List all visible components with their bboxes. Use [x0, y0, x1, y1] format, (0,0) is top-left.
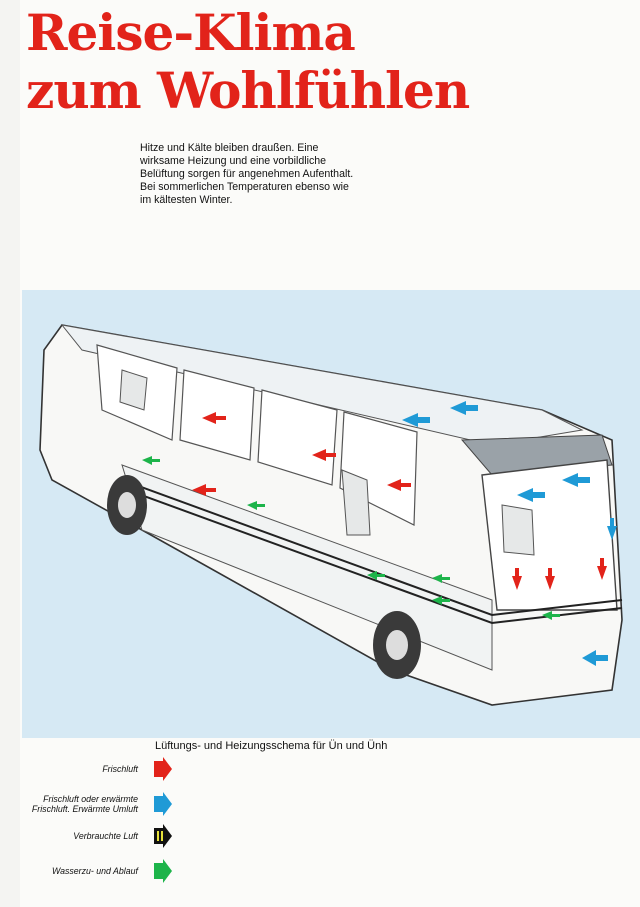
legend-label-line: Frischluft oder erwärmte [43, 794, 138, 804]
side-stripes [121, 479, 623, 625]
legend-label-line: Wasserzu- und Ablauf [51, 866, 138, 876]
wheels [107, 475, 421, 679]
airflow-arrows [142, 401, 617, 666]
green-arrow-icon [154, 859, 172, 883]
legend-item-verbrauchte-luft: Verbrauchte Luft [22, 822, 172, 850]
title-line-1: Reise-Klima [26, 3, 356, 62]
legend-label: Frischluft [102, 764, 138, 774]
red-arrow-icon [154, 757, 172, 781]
intro-line: Hitze und Kälte bleiben draußen. Eine [140, 142, 319, 154]
legend-label: Frischluft oder erwärmte Frischluft. Erw… [32, 794, 138, 814]
intro-line: im kältesten Winter. [140, 194, 233, 206]
legend-label-line: Frischluft. Erwärmte Umluft [31, 804, 138, 814]
legend-item-frischluft: Frischluft [22, 755, 172, 783]
intro-text: Hitze und Kälte bleiben draußen. Eine wi… [140, 142, 420, 207]
intro-line: Bei sommerlichen Temperaturen ebenso wie [140, 181, 349, 193]
blue-arrow-icon [154, 792, 172, 816]
page-title: Reise-Klima zum Wohlfühlen [26, 3, 470, 120]
seats [119, 369, 535, 556]
intro-line: wirksame Heizung und eine vorbildliche [140, 155, 327, 167]
legend-label: Verbrauchte Luft [73, 831, 138, 841]
black-arrow-icon [154, 824, 172, 848]
legend-item-wasserzu-ablauf: Wasserzu- und Ablauf [22, 857, 172, 885]
legend-label: Wasserzu- und Ablauf [52, 866, 138, 876]
bus-ventilation-illustration [22, 290, 640, 738]
diagram-caption: Lüftungs- und Heizungsschema für Ün und … [155, 740, 388, 752]
legend-label-line: Verbrauchte Luft [73, 831, 138, 841]
legend-label-line: Frischluft [102, 764, 138, 774]
legend-item-frischluft-erwaermt: Frischluft oder erwärmte Frischluft. Erw… [22, 790, 172, 818]
intro-line: Belüftung sorgen für angenehmen Aufentha… [140, 168, 354, 180]
title-line-2: zum Wohlfühlen [26, 61, 470, 120]
bus-cutaway-drawing [39, 324, 623, 706]
